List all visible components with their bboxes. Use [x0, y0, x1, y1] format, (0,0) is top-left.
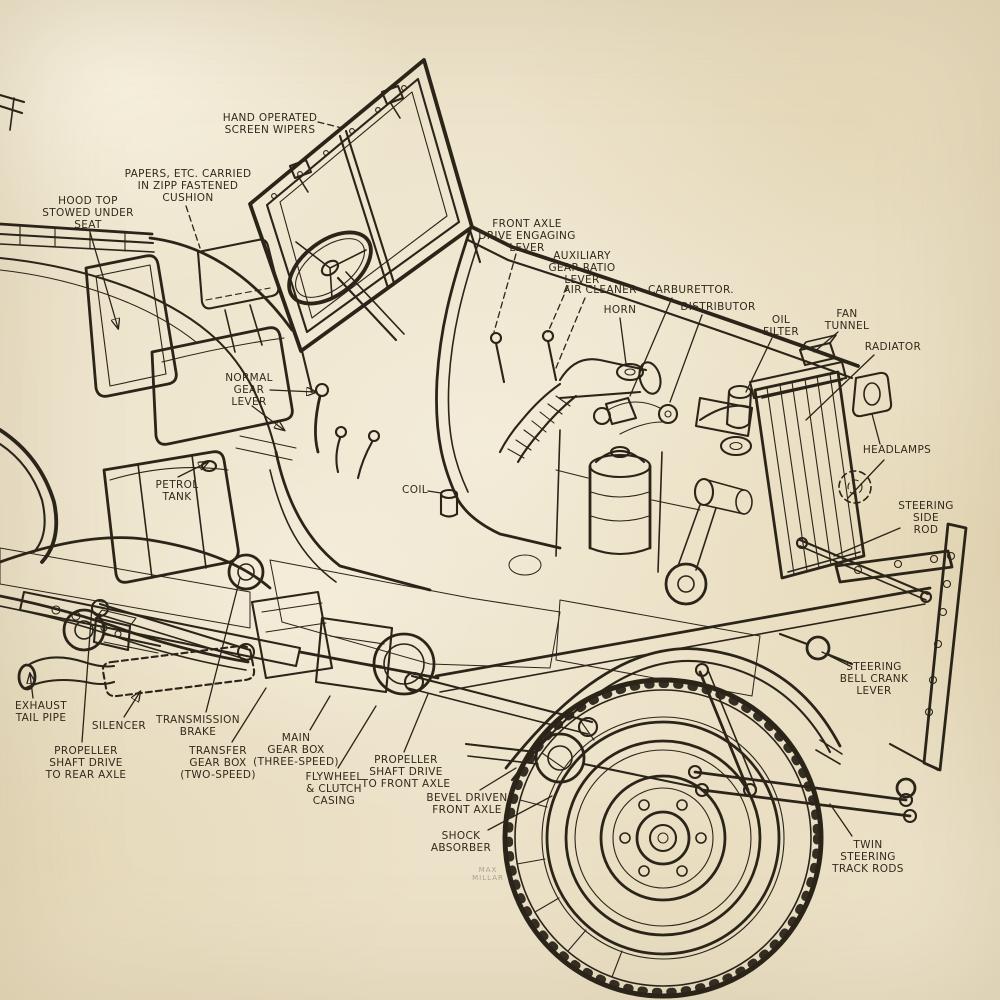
artist-signature: MAX MILLAR: [472, 866, 504, 883]
leader-hood-top: [89, 231, 118, 328]
front-axle-steering: [464, 536, 933, 824]
leader-petrol-tank: [177, 462, 208, 478]
leader-twin-steering-track-rods: [829, 803, 853, 837]
drivetrain: [90, 553, 599, 738]
petrol-tank-drawing: [102, 450, 240, 584]
leader-oil-filter: [745, 337, 773, 393]
front-wheel: [502, 677, 824, 999]
leader-horn: [619, 317, 627, 365]
leader-headlamps: [871, 413, 881, 445]
leader-flywheel-clutch-casing: [337, 705, 377, 769]
leader-silencer: [123, 692, 140, 718]
leader-front-axle-drive-engaging-lever: [493, 253, 517, 333]
leader-distributor: [669, 314, 703, 403]
leader-transfer-gear-box: [231, 687, 267, 743]
leader-radiator: [805, 354, 875, 421]
engine: [439, 358, 754, 606]
body-cowl: [269, 225, 860, 592]
leader-coil: [427, 490, 442, 494]
windshield: [248, 58, 482, 394]
leader-steering-side-rod: [833, 527, 901, 557]
top-left-fragment: [0, 93, 26, 131]
rear-seats: [84, 238, 297, 461]
exhaust-system: [17, 644, 256, 698]
leader-air-cleaner: [555, 297, 586, 369]
signature-line1: MAX: [478, 866, 498, 874]
leader-hand-operated-screen-wipers: [317, 121, 343, 129]
leader-lines: [30, 121, 901, 837]
signature-line2: MILLAR: [472, 874, 504, 883]
leader-carburettor: [629, 297, 673, 397]
leader-fan-tunnel: [813, 331, 839, 353]
steering-wheel: [287, 230, 405, 342]
leader-papers-cushion: [185, 205, 201, 249]
leader-normal-gear-lever: [269, 390, 316, 392]
leader-headlamps: [847, 459, 885, 499]
leader-bevel-driven-front-axle: [479, 767, 517, 791]
leader-steering-bell-crank-lever: [821, 651, 851, 667]
leader-propeller-shaft-rear: [81, 605, 93, 743]
leader-shock-absorber: [487, 795, 553, 831]
gear-levers: [314, 329, 558, 480]
rear-deck: [0, 222, 294, 454]
leader-transmission-brake: [205, 577, 241, 713]
leader-auxiliary-gear-ratio-lever: [547, 285, 569, 333]
radiator-front-end: [748, 334, 968, 799]
leader-normal-gear-lever: [251, 405, 284, 430]
leader-main-gear-box: [309, 695, 331, 731]
underbody-shadows: [0, 547, 761, 697]
leader-propeller-shaft-front: [403, 693, 429, 753]
leader-exhaust-tail-pipe: [30, 674, 33, 699]
chassis-rails: [0, 536, 932, 693]
